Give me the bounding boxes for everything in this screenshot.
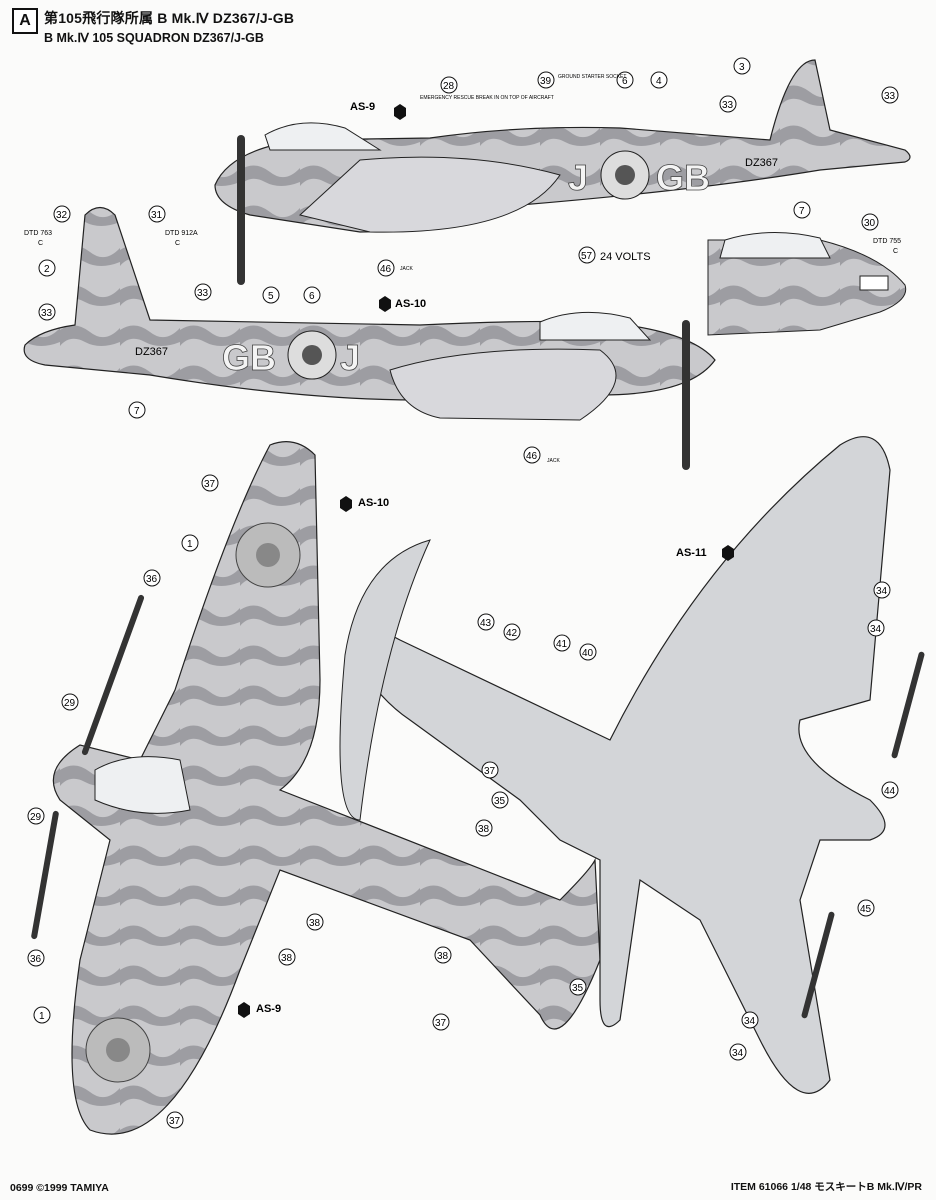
callout-29-b: 29 [30, 812, 42, 823]
callout-38-b: 38 [281, 953, 293, 964]
callout-43: 43 [480, 618, 492, 629]
callout-37-a: 37 [204, 479, 216, 490]
callout-7-top: 7 [799, 206, 805, 217]
callout-39: 39 [540, 76, 552, 87]
dtd-763-c: C [38, 240, 43, 247]
serial-top: DZ367 [745, 157, 778, 169]
dtd-755: DTD 755 [873, 238, 901, 245]
callout-44: 44 [884, 786, 896, 797]
callout-35-a: 35 [494, 796, 506, 807]
code-letters-gb-bottom: GB [222, 337, 276, 378]
callout-38-c: 38 [478, 824, 490, 835]
callout-32: 32 [56, 210, 68, 221]
callout-33-b: 33 [884, 91, 896, 102]
as10-label-plan: AS-10 [358, 497, 389, 509]
note-jack-bottom: JACK [547, 458, 560, 464]
note-24-volts: 24 VOLTS [600, 251, 651, 263]
as9-label-top: AS-9 [350, 101, 375, 113]
callout-37-d: 37 [435, 1018, 447, 1029]
note-ground-starter: GROUND STARTER SOCKET [558, 74, 626, 80]
dtd-763: DTD 763 [24, 230, 52, 237]
callout-6-top: 6 [622, 76, 628, 87]
callout-34-b: 34 [870, 624, 882, 635]
serial-bottom: DZ367 [135, 346, 168, 358]
callout-7-bottom: 7 [134, 406, 140, 417]
note-emergency-rescue: EMERGENCY RESCUE BREAK IN ON TOP OF AIRC… [420, 95, 554, 101]
callout-35-b: 35 [572, 983, 584, 994]
plan-view-top: AS-10 AS-9 37 1 36 29 29 36 38 38 1 37 [27, 441, 601, 1135]
code-letter-j-top: J [568, 157, 588, 198]
footer-copyright: 0699 ©1999 TAMIYA [10, 1182, 109, 1194]
note-jack-top: JACK [400, 266, 413, 272]
callout-36-b: 36 [30, 954, 42, 965]
dtd-755-c: C [893, 248, 898, 255]
plan-view-bottom: AS-11 43 42 41 40 37 35 38 38 35 37 34 3… [339, 436, 925, 1094]
callout-34-d: 34 [732, 1048, 744, 1059]
callout-28: 28 [443, 81, 455, 92]
footer-item: ITEM 61066 1/48 モスキートB Mk.Ⅳ/PR [730, 1181, 922, 1193]
callout-1-b: 1 [39, 1011, 45, 1022]
callout-2: 2 [44, 264, 50, 275]
side-view-top: J GB DZ367 AS-9 28 39 6 4 3 33 33 7 57 4… [214, 57, 911, 285]
code-letter-j-bottom: J [340, 337, 360, 378]
callout-41: 41 [556, 639, 568, 650]
callout-36-a: 36 [146, 574, 158, 585]
callout-6-bottom: 6 [309, 291, 315, 302]
callout-38-a: 38 [309, 918, 321, 929]
callout-4: 4 [656, 76, 662, 87]
callout-46-bottom: 46 [526, 451, 538, 462]
side-view-bottom: GB J DZ367 AS-10 32 31 2 33 33 5 6 7 46 … [23, 205, 716, 470]
callout-33-a: 33 [722, 100, 734, 111]
dtd-912a-c: C [175, 240, 180, 247]
callout-37-b: 37 [169, 1116, 181, 1127]
callout-37-c: 37 [484, 766, 496, 777]
callout-34-a: 34 [876, 586, 888, 597]
callout-42: 42 [506, 628, 518, 639]
callout-29-a: 29 [64, 698, 76, 709]
callout-1-a: 1 [187, 539, 193, 550]
callout-33-d: 33 [41, 308, 53, 319]
code-letters-gb-top: GB [656, 157, 710, 198]
callout-33-c: 33 [197, 288, 209, 299]
callout-40: 40 [582, 648, 594, 659]
title-japanese: 第105飛行隊所属 B Mk.Ⅳ DZ367/J-GB [44, 10, 295, 26]
section-badge: A [12, 8, 38, 34]
section-header: A 第105飛行隊所属 B Mk.Ⅳ DZ367/J-GB B Mk.Ⅳ 105… [12, 8, 294, 45]
callout-5: 5 [268, 291, 274, 302]
callout-34-c: 34 [744, 1016, 756, 1027]
callout-30: 30 [864, 218, 876, 229]
callout-3: 3 [739, 62, 745, 73]
as9-label-plan: AS-9 [256, 1003, 281, 1015]
title-english: B Mk.Ⅳ 105 SQUADRON DZ367/J-GB [44, 31, 264, 45]
callout-31: 31 [151, 210, 163, 221]
nose-inset: 30 DTD 755 C [707, 213, 907, 336]
callout-46-top: 46 [380, 264, 392, 275]
as11-label: AS-11 [676, 547, 707, 559]
callout-45: 45 [860, 904, 872, 915]
dtd-912a: DTD 912A [165, 230, 198, 237]
as10-label-side: AS-10 [395, 298, 426, 310]
callout-38-d: 38 [437, 951, 449, 962]
callout-57: 57 [581, 251, 593, 262]
